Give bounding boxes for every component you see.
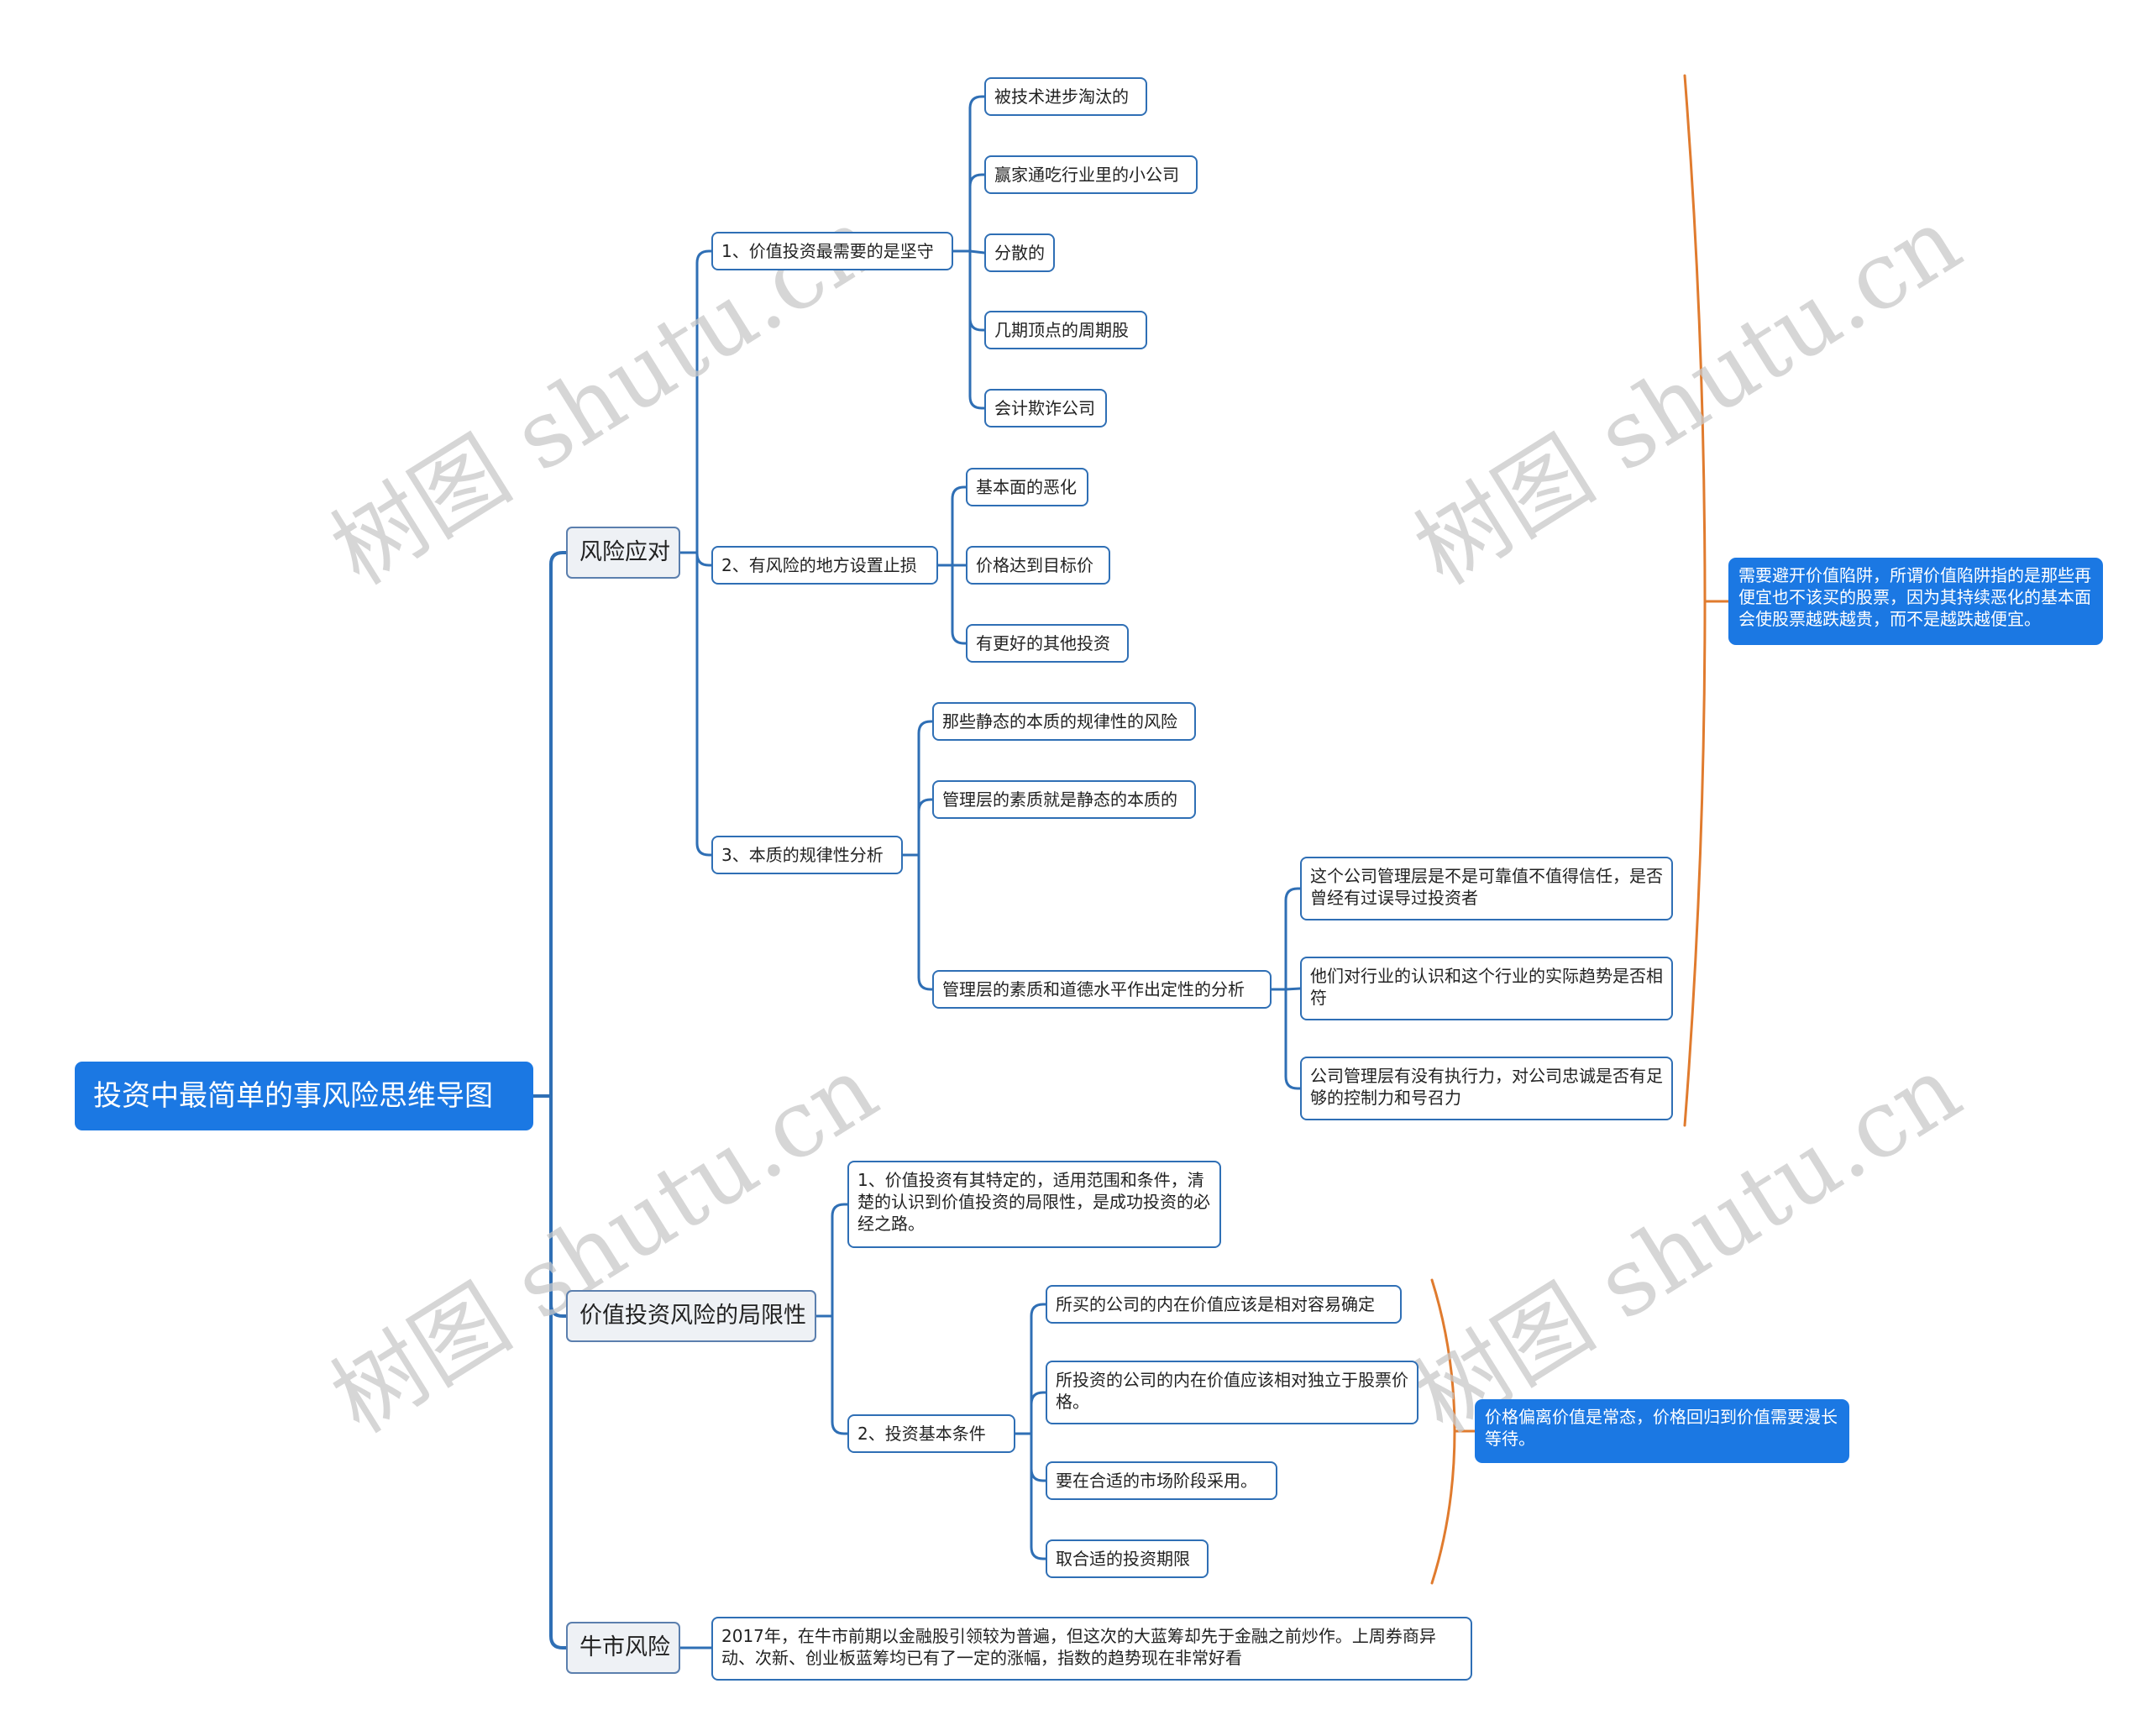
- connector-line: [917, 798, 934, 857]
- summary-note[interactable]: 价格偏离价值是常态，价格回归到价值需要漫长等待。: [1475, 1399, 1849, 1463]
- list-item[interactable]: 赢家通吃行业里的小公司: [984, 155, 1198, 194]
- list-item[interactable]: 要在合适的市场阶段采用。: [1046, 1461, 1277, 1500]
- connector-line: [968, 249, 986, 332]
- list-item[interactable]: 被技术进步淘汰的: [984, 77, 1147, 116]
- list-item[interactable]: 分散的: [984, 233, 1055, 272]
- connector-line: [968, 173, 986, 253]
- list-item[interactable]: 会计欺诈公司: [984, 389, 1107, 427]
- list-item[interactable]: 基本面的恶化: [966, 468, 1088, 506]
- branch-value-investing-limits[interactable]: 价值投资风险的局限性: [566, 1290, 816, 1342]
- topic-stick-to-value[interactable]: 1、价值投资最需要的是坚守: [711, 232, 953, 270]
- connector-line: [917, 720, 934, 857]
- list-item[interactable]: 这个公司管理层是不是可靠值不值得信任，是否曾经有过误导过投资者: [1300, 857, 1673, 920]
- connector-line: [1030, 1303, 1047, 1435]
- list-item[interactable]: 几期顶点的周期股: [984, 311, 1147, 349]
- summary-brace: [1683, 74, 1707, 1127]
- connector-line: [831, 1314, 849, 1435]
- connector-line: [549, 1094, 568, 1649]
- connector-line: [1030, 1432, 1047, 1482]
- list-item[interactable]: 取合适的投资期限: [1046, 1539, 1209, 1578]
- list-item[interactable]: 有更好的其他投资: [966, 624, 1129, 663]
- list-item[interactable]: 他们对行业的认识和这个行业的实际趋势是否相符: [1300, 957, 1673, 1020]
- connector-line: [968, 249, 986, 410]
- connector-line: [968, 249, 986, 254]
- connector-line: [695, 551, 713, 857]
- topic-nature-analysis[interactable]: 3、本质的规律性分析: [711, 836, 903, 874]
- connector-line: [831, 1203, 849, 1318]
- connector-line: [695, 249, 713, 554]
- list-item[interactable]: 那些静态的本质的规律性的风险: [932, 702, 1196, 741]
- connector-line: [1030, 1391, 1047, 1435]
- connector-line: [1030, 1432, 1047, 1560]
- connector-line: [951, 564, 968, 645]
- topic-limitations[interactable]: 1、价值投资有其特定的，适用范围和条件，清楚的认识到价值投资的局限性，是成功投资…: [847, 1161, 1221, 1248]
- branch-risk-response[interactable]: 风险应对: [566, 527, 680, 579]
- topic-basic-conditions[interactable]: 2、投资基本条件: [847, 1414, 1015, 1453]
- topic-stop-loss[interactable]: 2、有风险的地方设置止损: [711, 546, 938, 585]
- connector-line: [1284, 887, 1302, 991]
- branch-bull-market-risk[interactable]: 牛市风险: [566, 1622, 680, 1674]
- connector-line: [951, 485, 968, 567]
- connector-line: [968, 95, 986, 253]
- list-item[interactable]: 所买的公司的内在价值应该是相对容易确定: [1046, 1285, 1402, 1324]
- connector-line: [1284, 988, 1302, 1090]
- list-item[interactable]: 管理层的素质就是静态的本质的: [932, 780, 1196, 819]
- connector-line: [695, 551, 713, 567]
- topic-bull-market-text[interactable]: 2017年，在牛市前期以金融股引领较为普遍，但这次的大蓝筹却先于金融之前炒作。上…: [711, 1617, 1472, 1681]
- connector-line: [549, 551, 568, 1098]
- root-topic[interactable]: 投资中最简单的事风险思维导图: [75, 1062, 533, 1130]
- topic-management-quality[interactable]: 管理层的素质和道德水平作出定性的分析: [932, 970, 1272, 1009]
- summary-note[interactable]: 需要避开价值陷阱，所谓价值陷阱指的是那些再便宜也不该买的股票，因为其持续恶化的基…: [1728, 558, 2103, 645]
- list-item[interactable]: 价格达到目标价: [966, 546, 1110, 585]
- connector-line: [917, 853, 934, 991]
- list-item[interactable]: 所投资的公司的内在价值应该相对独立于股票价格。: [1046, 1361, 1418, 1424]
- list-item[interactable]: 公司管理层有没有执行力，对公司忠诚是否有足够的控制力和号召力: [1300, 1057, 1673, 1120]
